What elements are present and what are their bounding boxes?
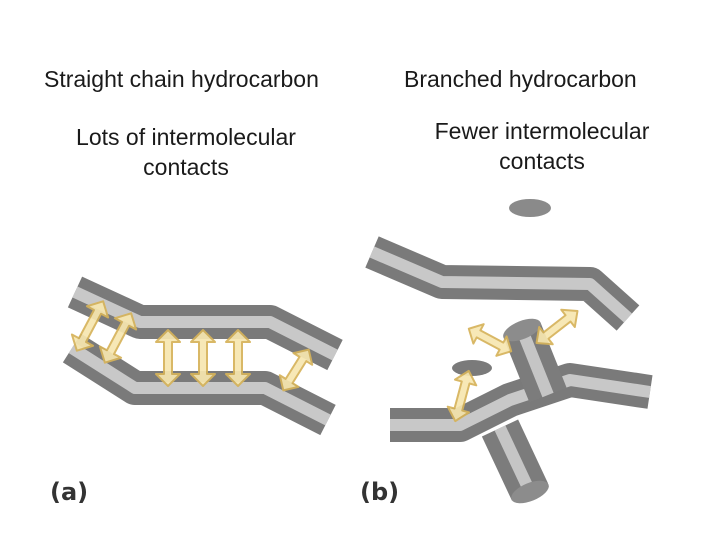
panel-a-contact-arrows	[70, 300, 314, 392]
panel-a-heading: Straight chain hydrocarbon	[44, 66, 319, 92]
panel-a-note-line1: Lots of intermolecular	[76, 124, 296, 150]
panel-a-note-line2: contacts	[143, 154, 229, 180]
contact-arrow	[98, 312, 138, 364]
panel-b-chains	[365, 199, 653, 504]
panel-b-note: Fewer intermolecular contacts	[392, 116, 692, 176]
panel-b-contact-arrows	[446, 308, 579, 423]
contact-arrow	[155, 329, 181, 387]
panel-b-heading: Branched hydrocarbon	[404, 66, 637, 92]
panel-a-chains	[62, 276, 343, 436]
contact-arrow	[278, 348, 314, 392]
panel-b-note-line1: Fewer intermolecular	[434, 118, 650, 144]
contact-arrow	[190, 329, 216, 387]
contact-arrow	[225, 329, 251, 387]
contact-arrow	[70, 300, 110, 352]
contact-arrow	[446, 369, 478, 423]
panel-b-label: (b)	[360, 478, 400, 506]
contact-arrow	[467, 323, 513, 357]
panel-b-note-line2: contacts	[499, 148, 585, 174]
panel-a-label: (a)	[50, 478, 89, 506]
panel-a-note: Lots of intermolecular contacts	[36, 122, 336, 182]
contact-arrow	[535, 308, 579, 346]
